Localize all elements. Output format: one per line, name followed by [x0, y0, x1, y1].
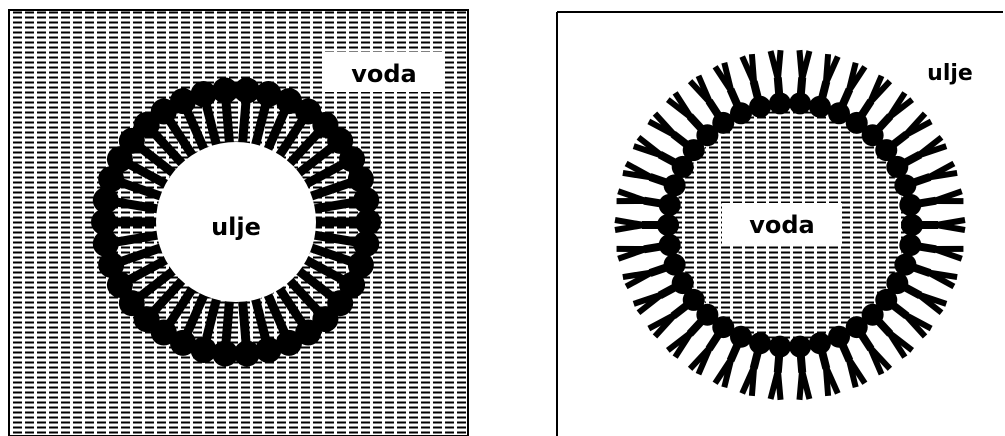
panel-water-in-oil: ulje voda — [557, 12, 1003, 436]
panel-oil-in-water: voda ulje — [9, 10, 468, 436]
center-label: ulje — [211, 213, 261, 241]
corner-label: voda — [351, 60, 417, 88]
center-label: voda — [749, 211, 815, 239]
corner-label: ulje — [927, 61, 973, 86]
